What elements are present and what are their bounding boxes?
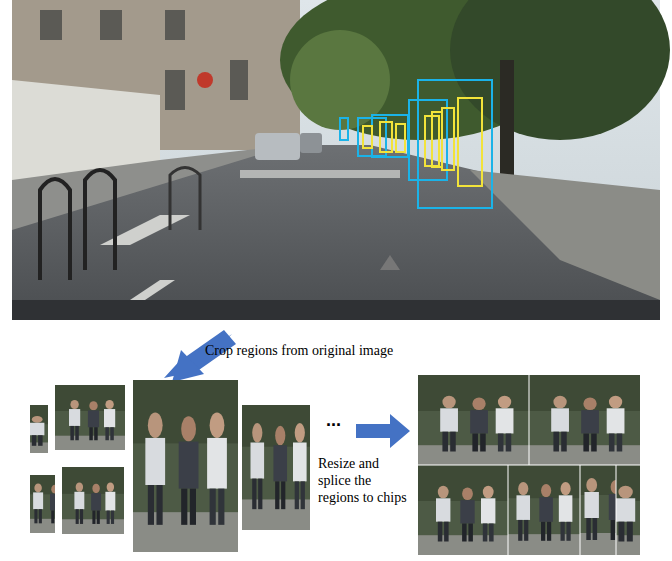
- step-label: Crop regions from original image: [205, 343, 465, 360]
- chips-mosaic: [418, 375, 672, 555]
- cropped-regions: [12, 371, 319, 552]
- street-photo: [12, 0, 670, 320]
- ellipsis: ...: [326, 410, 356, 432]
- splice-arrow: [356, 414, 410, 448]
- step-label: Resize and splice the regions to chips: [318, 456, 414, 506]
